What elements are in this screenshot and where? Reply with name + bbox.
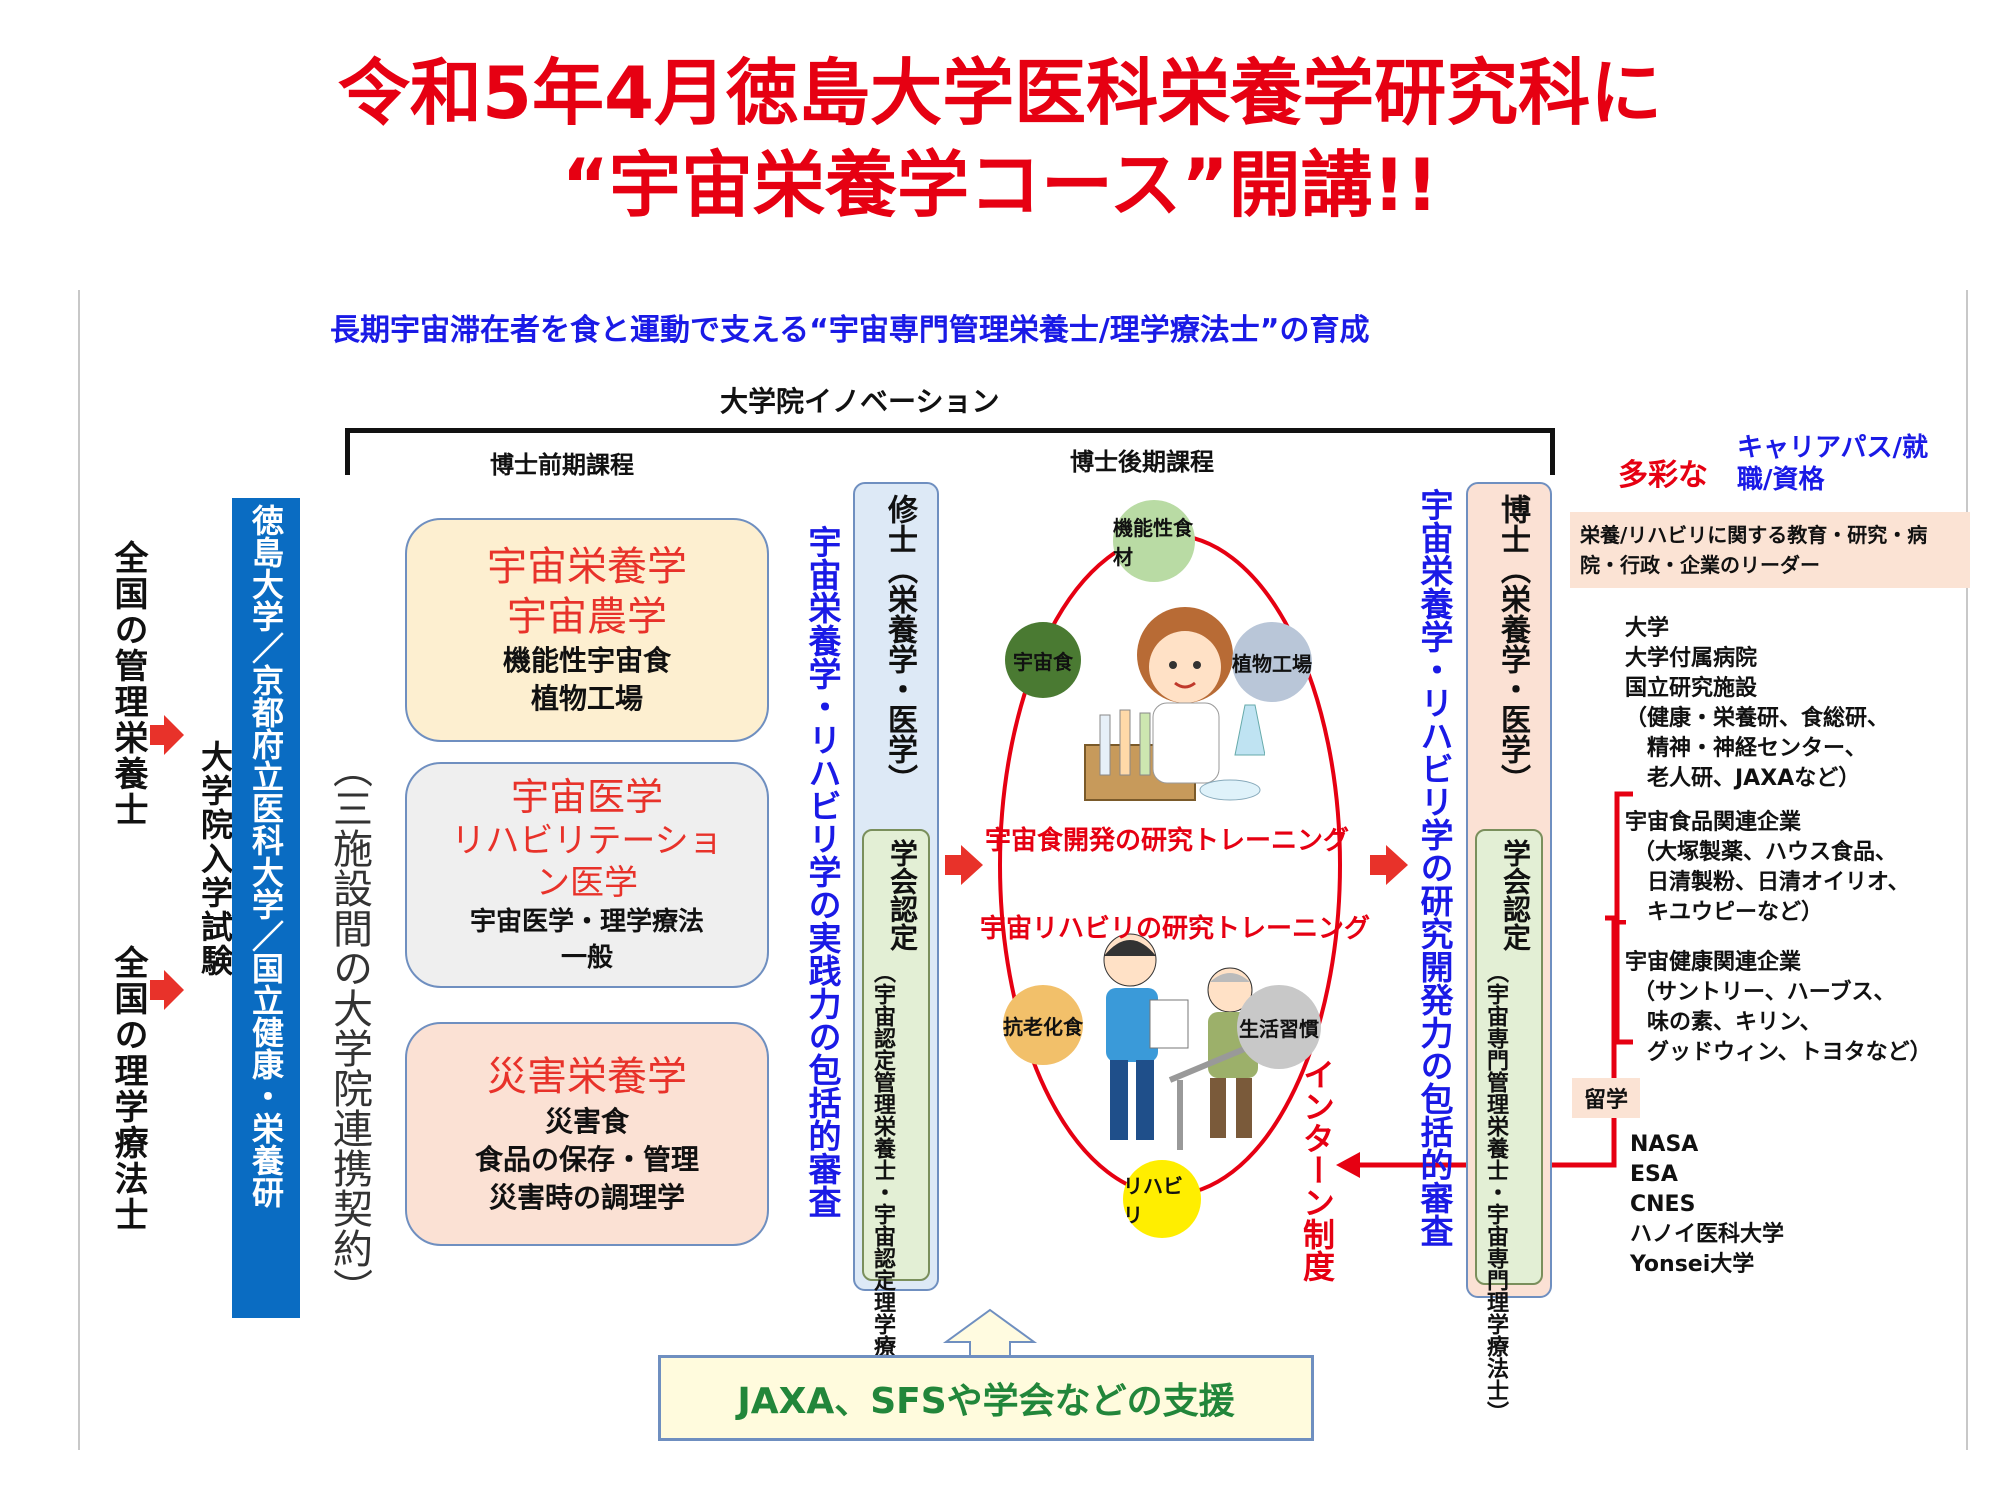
program-box-disaster-nutrition: 災害栄養学 災害食 食品の保存・管理 災害時の調理学 — [405, 1022, 769, 1246]
institution-item: 大学 — [1625, 614, 1889, 644]
career-institutions: 大学 大学付属病院 国立研究施設 （健康・栄養研、食総研、 精神・神経センター、… — [1625, 614, 1889, 794]
career-food-companies: 宇宙食品関連企業 （大塚製薬、ハウス食品、 日清製粉、日清オイリオ、 キユウピー… — [1625, 808, 1910, 928]
abroad-item: Yonsei大学 — [1630, 1250, 1784, 1280]
program-item: 宇宙医学・理学療法 — [407, 904, 767, 940]
early-course-label: 博士前期課程 — [490, 445, 634, 480]
master-cert-title: 学会認定 — [882, 839, 922, 951]
program-title: 宇宙農学 — [407, 592, 767, 642]
review-doctor-label: 宇宙栄養学・リハビリ学の研究開発力の包括的審査 — [1410, 488, 1458, 1247]
node-lifestyle: 生活習慣 — [1237, 985, 1321, 1069]
program-item: 一般 — [407, 940, 767, 976]
frame-left-line — [78, 290, 80, 1450]
institution-item: 精神・神経センター、 — [1625, 734, 1889, 764]
institution-item: 老人研、JAXAなど） — [1625, 764, 1889, 794]
program-box-space-nutrition: 宇宙栄養学 宇宙農学 機能性宇宙食 植物工場 — [405, 518, 769, 742]
company-item: （サントリー、ハーブス、 — [1625, 978, 1932, 1008]
program-title: 宇宙栄養学 — [407, 542, 767, 592]
subtitle: 長期宇宙滞在者を食と運動で支える“宇宙専門管理栄養士/理学療法士”の育成 — [330, 305, 1370, 349]
program-title: 災害栄養学 — [407, 1051, 767, 1103]
program-item: 食品の保存・管理 — [407, 1141, 767, 1179]
arrow-right-icon — [945, 845, 985, 885]
program-title: 宇宙医学 — [407, 774, 767, 820]
program-title: ン医学 — [407, 862, 767, 904]
doctor-degree-box: 博士（栄養学・医学） 学会認定 （宇宙専門管理栄養士・宇宙専門理学療法士） — [1466, 482, 1552, 1298]
universities-bar: 徳島大学／京都府立医科大学／国立健康・栄養研 — [232, 498, 300, 1318]
abroad-item: ハノイ医科大学 — [1630, 1220, 1784, 1250]
node-space-food: 宇宙食 — [1005, 622, 1081, 698]
abroad-item: NASA — [1630, 1130, 1784, 1160]
master-degree-title: 修士（栄養学・医学） — [877, 494, 921, 794]
doctor-cert-detail: （宇宙専門管理栄養士・宇宙専門理学療法士） — [1479, 961, 1511, 1423]
node-plant-factory: 植物工場 — [1232, 622, 1312, 702]
arrow-right-icon — [1370, 845, 1410, 885]
late-course-label: 博士後期課程 — [1070, 442, 1214, 477]
master-cert-detail: （宇宙認定管理栄養士・宇宙認定理学療法士） — [866, 961, 898, 1423]
doctor-degree-title: 博士（栄養学・医学） — [1490, 494, 1534, 794]
internship-label: インターン制度 — [1294, 1058, 1340, 1282]
company-item: 日清製粉、日清オイリオ、 — [1625, 868, 1910, 898]
program-item: 機能性宇宙食 — [407, 642, 767, 680]
abroad-item: ESA — [1630, 1160, 1784, 1190]
career-health-companies: 宇宙健康関連企業 （サントリー、ハーブス、 味の素、キリン、 グッドウィン、トヨ… — [1625, 948, 1932, 1068]
institution-item: 国立研究施設 — [1625, 674, 1889, 704]
company-item: （大塚製薬、ハウス食品、 — [1625, 838, 1910, 868]
frame-right-line — [1966, 290, 1968, 1450]
support-box: JAXA、SFSや学会などの支援 — [658, 1355, 1314, 1441]
study-abroad-label: 留学 — [1572, 1078, 1640, 1118]
training-food-label: 宇宙食開発の研究トレーニング — [985, 820, 1349, 857]
innovation-label: 大学院イノベーション — [720, 380, 999, 420]
institution-item: （健康・栄養研、食総研、 — [1625, 704, 1889, 734]
program-item: 災害食 — [407, 1103, 767, 1141]
doctor-cert-box: 学会認定 （宇宙専門管理栄養士・宇宙専門理学療法士） — [1475, 829, 1543, 1285]
arrow-right-icon — [150, 970, 186, 1010]
master-degree-box: 修士（栄養学・医学） 学会認定 （宇宙認定管理栄養士・宇宙認定理学療法士） — [853, 482, 939, 1291]
node-rehab: リハビリ — [1123, 1160, 1201, 1238]
career-prefix: 多彩な — [1618, 450, 1708, 494]
institution-item: 大学付属病院 — [1625, 644, 1889, 674]
master-cert-box: 学会認定 （宇宙認定管理栄養士・宇宙認定理学療法士） — [862, 829, 930, 1281]
page-title-line1: 令和5年4月徳島大学医科栄養学研究科に — [0, 48, 2000, 138]
career-title: キャリアパス/就職/資格 — [1737, 432, 1947, 496]
universities-label: 徳島大学／京都府立医科大学／国立健康・栄養研 — [243, 498, 289, 1208]
company-item: 味の素、キリン、 — [1625, 1008, 1932, 1038]
company-item: 宇宙食品関連企業 — [1625, 808, 1910, 838]
abroad-list: NASA ESA CNES ハノイ医科大学 Yonsei大学 — [1630, 1130, 1784, 1280]
training-rehab-label: 宇宙リハビリの研究トレーニング — [980, 908, 1370, 945]
program-item: 植物工場 — [407, 680, 767, 718]
career-leader: 栄養/リハビリに関する教育・研究・病院・行政・企業のリーダー — [1570, 512, 1970, 588]
national-pt-label: 全国の理学療法士 — [104, 945, 153, 1233]
node-anti-aging-food: 抗老化食 — [1003, 985, 1083, 1065]
page-title-line2: “宇宙栄養学コース”開講!! — [0, 140, 2000, 230]
program-item: 災害時の調理学 — [407, 1179, 767, 1217]
scientist-illustration — [1065, 585, 1265, 805]
doctor-cert-title: 学会認定 — [1495, 839, 1535, 951]
agreement-label: （三施設間の大学院連携契約） — [320, 748, 378, 1308]
national-dietitian-label: 全国の管理栄養士 — [104, 540, 153, 828]
company-item: 宇宙健康関連企業 — [1625, 948, 1932, 978]
arrow-up-icon — [940, 1308, 1040, 1360]
program-box-space-medicine: 宇宙医学 リハビリテーショ ン医学 宇宙医学・理学療法 一般 — [405, 762, 769, 988]
company-item: グッドウィン、トヨタなど） — [1625, 1038, 1932, 1068]
arrow-right-icon — [150, 715, 186, 755]
company-item: キユウピーなど） — [1625, 898, 1910, 928]
node-functional-food: 機能性食材 — [1113, 500, 1195, 582]
review-master-label: 宇宙栄養学・リハビリ学の実践力の包括的審査 — [798, 525, 846, 1218]
abroad-item: CNES — [1630, 1190, 1784, 1220]
program-title: リハビリテーショ — [407, 820, 767, 862]
